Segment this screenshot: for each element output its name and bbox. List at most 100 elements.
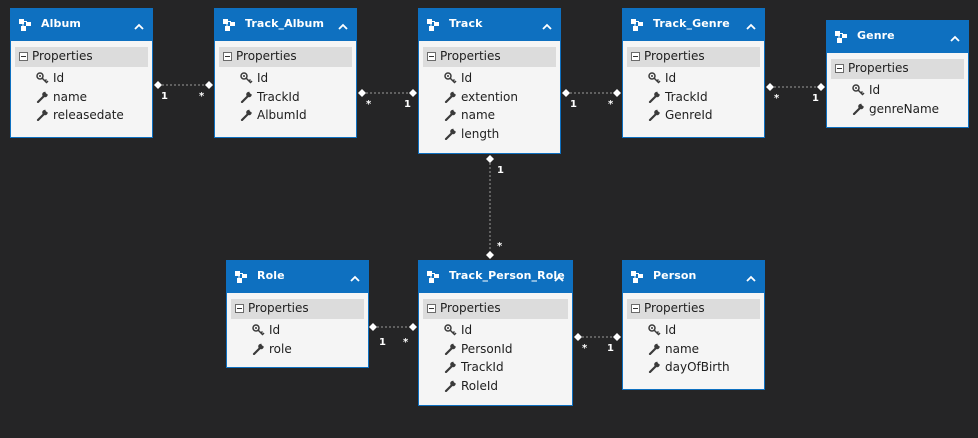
collapse-toggle-icon[interactable] [235,304,244,313]
chevron-up-icon[interactable] [950,32,960,42]
property-row[interactable]: Id [215,69,356,88]
collapse-toggle-icon[interactable] [19,52,28,61]
chevron-up-icon[interactable] [338,20,348,30]
property-list: Id role [227,321,368,358]
entity-header[interactable]: Track [419,9,560,41]
property-row[interactable]: TrackId [215,88,356,107]
entity-header[interactable]: Person [623,261,764,293]
chevron-up-icon[interactable] [554,272,564,282]
property-row[interactable]: TrackId [623,88,764,107]
collapse-toggle-icon[interactable] [631,304,640,313]
wrench-icon [444,361,457,374]
key-icon [240,72,253,84]
properties-section[interactable]: Properties [831,59,964,79]
property-row[interactable]: releasedate [11,106,152,125]
section-label: Properties [236,49,297,63]
property-name: Id [665,71,677,85]
section-label: Properties [32,49,93,63]
properties-section[interactable]: Properties [15,47,148,67]
association-end-diamond [205,81,213,89]
collapse-toggle-icon[interactable] [223,52,232,61]
property-name: GenreId [665,108,713,122]
properties-section[interactable]: Properties [627,299,760,319]
property-row[interactable]: length [419,125,560,144]
chevron-up-icon[interactable] [134,20,144,30]
key-icon [252,324,265,336]
entity-header[interactable]: Album [11,9,152,41]
property-row[interactable]: AlbumId [215,106,356,125]
entity-icon [222,18,236,32]
properties-section[interactable]: Properties [627,47,760,67]
entity-header[interactable]: Role [227,261,368,293]
property-row[interactable]: extention [419,88,560,107]
property-name: TrackId [665,89,708,104]
collapse-toggle-icon[interactable] [427,304,436,313]
chevron-up-icon[interactable] [542,20,552,30]
properties-section[interactable]: Properties [219,47,352,67]
property-row[interactable]: RoleId [419,377,572,396]
collapse-toggle-icon[interactable] [427,52,436,61]
section-label: Properties [440,49,501,63]
key-icon [648,324,661,336]
entity-icon [630,270,644,284]
association-end-diamond [154,81,162,89]
entity-header[interactable]: Genre [827,21,968,53]
key-icon [36,72,49,84]
property-name: name [461,108,496,122]
entity-icon [630,18,644,32]
property-row[interactable]: dayOfBirth [623,358,764,377]
property-row[interactable]: Id [623,321,764,340]
multiplicity-label: * [199,91,205,102]
property-row[interactable]: Id [11,69,152,88]
multiplicity-label: * [582,343,588,354]
chevron-up-icon[interactable] [746,20,756,30]
property-row[interactable]: Id [623,69,764,88]
association-end-diamond [766,83,774,91]
property-row[interactable]: GenreId [623,106,764,125]
property-row[interactable]: Id [827,81,968,100]
entity-header[interactable]: Track_Album [215,9,356,41]
entity-header[interactable]: Track_Person_Role [419,261,572,293]
entity-icon [426,18,440,32]
chevron-up-icon[interactable] [350,272,360,282]
wrench-icon [444,343,457,355]
collapse-toggle-icon[interactable] [835,64,844,73]
property-row[interactable]: Id [419,69,560,88]
multiplicity-label: * [497,241,503,252]
chevron-up-icon[interactable] [746,272,756,282]
property-row[interactable]: role [227,340,368,359]
entity-icon [834,30,848,44]
association-end-diamond [486,251,494,259]
property-row[interactable]: name [419,106,560,125]
properties-section[interactable]: Properties [423,299,568,319]
entity-header[interactable]: Track_Genre [623,9,764,41]
property-row[interactable]: name [11,88,152,107]
property-row[interactable]: Id [227,321,368,340]
property-row[interactable]: Id [419,321,572,340]
property-row[interactable]: TrackId [419,358,572,377]
association-end-diamond [486,155,494,163]
property-row[interactable]: name [623,340,764,359]
association-end-diamond [562,89,570,97]
property-name: Id [269,323,281,337]
property-name: genreName [869,101,940,116]
collapse-toggle-icon[interactable] [631,52,640,61]
property-row[interactable]: PersonId [419,340,572,359]
property-name: releasedate [53,108,124,122]
section-label: Properties [440,301,501,315]
property-row[interactable]: genreName [827,100,968,119]
properties-section[interactable]: Properties [423,47,556,67]
properties-section[interactable]: Properties [231,299,364,319]
